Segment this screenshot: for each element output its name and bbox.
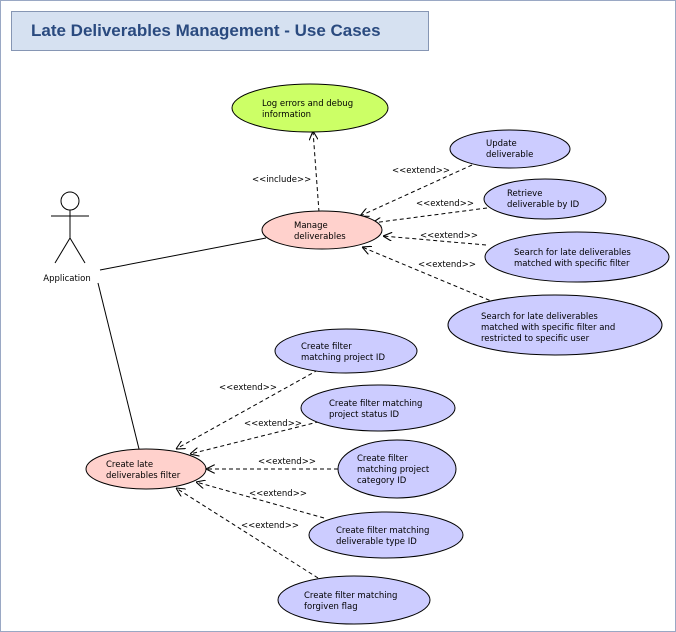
extend-label: <<extend>>	[420, 231, 478, 241]
extend-label: <<extend>>	[418, 260, 476, 270]
extend-filter-forgiven-arrow	[176, 488, 319, 579]
include-arrow	[313, 131, 320, 213]
extend-label: <<extend>>	[258, 457, 316, 467]
extend-filter-type-arrow	[196, 482, 325, 519]
association-create-filter	[97, 282, 141, 454]
diagram-title: Late Deliverables Management - Use Cases	[31, 21, 381, 40]
extend-label: <<extend>>	[219, 383, 277, 393]
title-box: Late Deliverables Management - Use Cases	[11, 11, 429, 51]
extend-filter-project-arrow	[176, 369, 319, 449]
extend-label: <<extend>>	[249, 489, 307, 499]
actor-label: Application	[43, 274, 91, 284]
extend-label: <<extend>>	[416, 199, 474, 209]
extend-label: <<extend>>	[392, 166, 450, 176]
extend-search-user-arrow	[362, 247, 497, 304]
extend-filter-status-arrow	[190, 419, 327, 454]
actor-application: Application	[43, 191, 91, 284]
association-manage	[99, 237, 267, 271]
extend-retrieve-arrow	[372, 207, 488, 223]
include-label: <<include>>	[252, 175, 311, 185]
extend-label: <<extend>>	[241, 521, 299, 531]
extend-search-filter-arrow	[383, 236, 487, 246]
extend-label: <<extend>>	[244, 419, 302, 429]
